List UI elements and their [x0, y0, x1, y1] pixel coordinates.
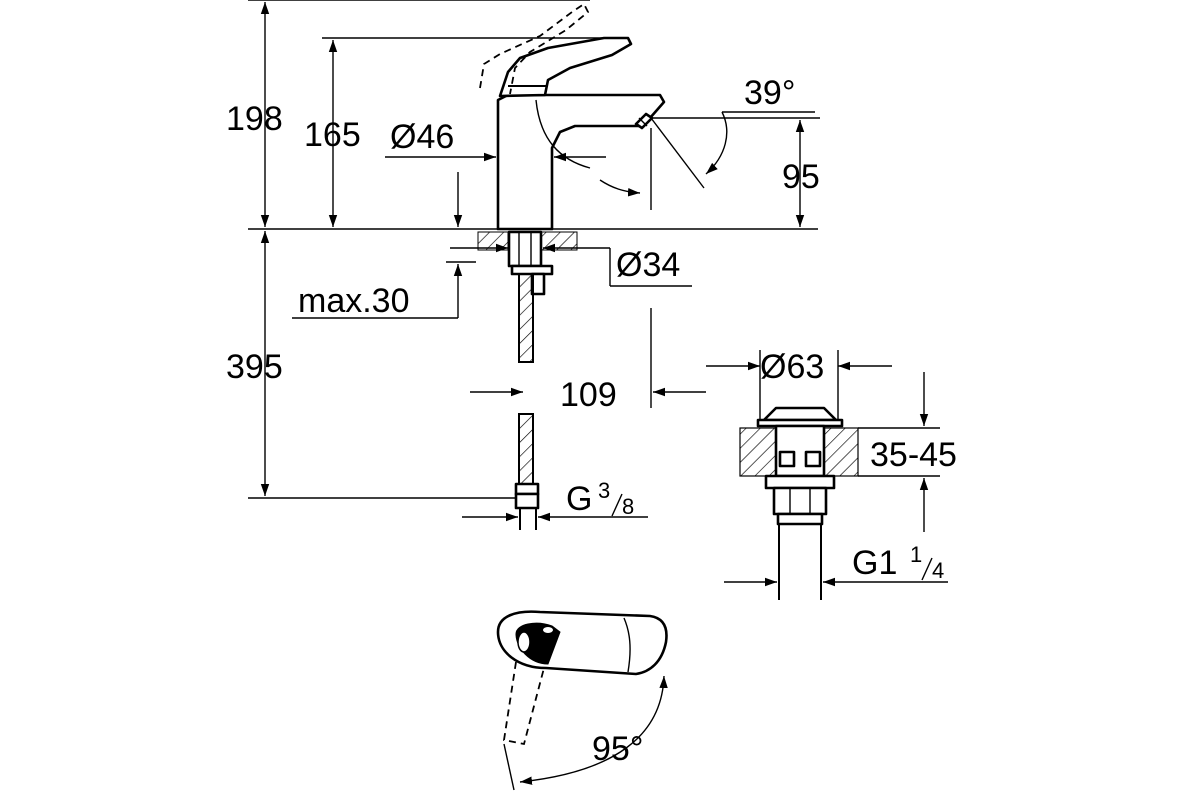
angle-arc-39-inner [599, 179, 641, 197]
label-95: 95 [782, 158, 820, 196]
label-g38-num: 3 [598, 478, 610, 503]
faucet-side-view [248, 2, 818, 530]
label-63: Ø63 [760, 348, 824, 386]
label-198: 198 [226, 100, 283, 138]
top-view-rotated-lever [502, 661, 545, 746]
hose-fitting [514, 482, 540, 496]
hose-nut [514, 492, 540, 510]
faucet-top-view [496, 610, 668, 791]
lever-raised-outline [479, 2, 590, 95]
waste-cap [762, 406, 838, 422]
label-39deg: 39° [744, 74, 795, 112]
label-g114-num: 1 [910, 542, 922, 567]
dimension-lines [248, 0, 820, 522]
label-46: Ø46 [390, 118, 454, 156]
braided-hose-lower [518, 413, 534, 485]
waste-slot [804, 450, 822, 468]
dimension-labels: 198 165 Ø46 Ø34 max.30 395 109 39° 95 95… [226, 74, 957, 768]
label-395: 395 [226, 348, 283, 386]
waste-locknut [764, 474, 836, 490]
label-165: 165 [304, 116, 361, 154]
fraction-slash [921, 557, 933, 581]
label-34: Ø34 [616, 246, 680, 284]
top-view-seam [623, 617, 631, 673]
label-109: 109 [560, 376, 617, 414]
waste-nut [772, 486, 828, 516]
label-3545: 35-45 [870, 436, 957, 474]
fraction-slash [611, 493, 623, 517]
angle-line-39 [650, 117, 705, 189]
waste-slot [778, 450, 796, 468]
waste-tail [776, 512, 824, 526]
top-view-highlight [543, 627, 553, 633]
faucet-body [496, 93, 666, 231]
label-g38-prefix: G [566, 480, 592, 518]
mounting-nut [507, 230, 543, 268]
aerator-detail [638, 117, 648, 127]
body-rotation-arc [535, 99, 591, 169]
angle-line-95 [503, 743, 515, 791]
angle-arc-95 [519, 675, 668, 785]
top-view-hole [517, 631, 531, 653]
label-max30: max.30 [298, 282, 410, 320]
label-g114-prefix: G1 [852, 544, 897, 582]
label-g114-den: 4 [932, 558, 944, 583]
braided-hose-upper [518, 273, 534, 363]
label-g38-den: 8 [622, 494, 634, 519]
label-95deg: 95° [592, 730, 643, 768]
waste-assembly [706, 350, 948, 600]
angle-arc-39 [705, 111, 728, 175]
lever-handle [498, 36, 633, 98]
